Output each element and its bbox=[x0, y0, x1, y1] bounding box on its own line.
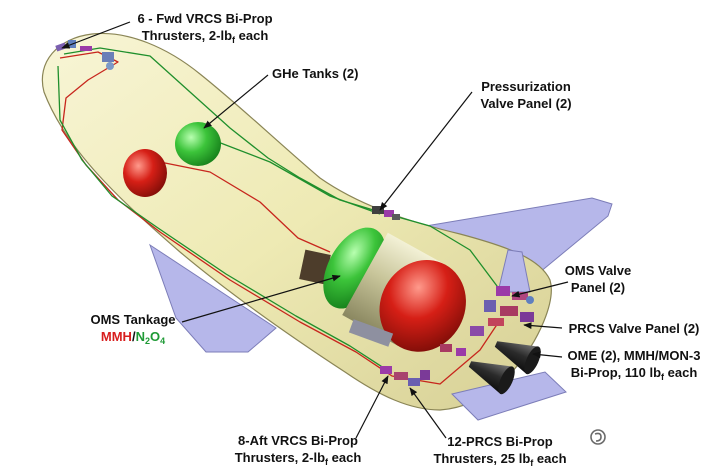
prcs-thrusters-label: 12-PRCS Bi-Prop Thrusters, 25 lbf each bbox=[425, 433, 575, 468]
oms-valve-line2: Panel (2) bbox=[570, 280, 626, 295]
leader-prcs-thrusters bbox=[409, 387, 447, 439]
thruster-block bbox=[470, 326, 484, 336]
thruster-block bbox=[520, 312, 534, 322]
oms-tank-red-dome bbox=[379, 260, 466, 352]
thruster-block bbox=[440, 344, 452, 352]
pressurant-box bbox=[299, 249, 331, 285]
valve-block bbox=[392, 214, 400, 220]
valve-block bbox=[372, 206, 384, 214]
leader-fwd-vrcs bbox=[61, 21, 131, 49]
leader-aft-vrcs bbox=[355, 375, 389, 439]
oms-tankage-label: OMS Tankage MMH/N2O4 bbox=[83, 311, 183, 346]
thruster-block bbox=[500, 306, 518, 316]
propellant-oxidizer-n-sub: 2 bbox=[144, 336, 150, 346]
ome-line2-text: Bi-Prop, 110 lb bbox=[570, 365, 662, 380]
leader-oms-valve-panel bbox=[511, 281, 569, 298]
aft-vrcs-thruster-cluster bbox=[380, 366, 430, 386]
propellant-fuel: MMH bbox=[100, 329, 132, 344]
prcs-valve-panel-label: PRCS Valve Panel (2) bbox=[564, 320, 704, 337]
propellant-oxidizer-o-sub: 4 bbox=[160, 336, 166, 346]
prcs-valve-line1: PRCS Valve Panel (2) bbox=[568, 321, 700, 336]
pressurization-line2: Valve Panel (2) bbox=[480, 96, 572, 111]
ome-line2: Bi-Prop, 110 lbf each bbox=[564, 364, 704, 382]
watermark-logo-icon bbox=[590, 429, 606, 445]
oms-valve-panel-label: OMS Valve Panel (2) bbox=[558, 262, 638, 296]
thruster-block bbox=[496, 286, 510, 296]
aft-vrcs-line2-text: Thrusters, 2-lb bbox=[234, 450, 326, 465]
thruster-block bbox=[394, 372, 408, 380]
oms-valve-line1: OMS Valve bbox=[564, 263, 632, 278]
leader-ghe-tanks bbox=[203, 74, 269, 129]
valve-block bbox=[384, 210, 394, 217]
fwd-vrcs-line2-text: Thrusters, 2-lb bbox=[141, 28, 233, 43]
plumbing-red-ghe bbox=[159, 161, 331, 253]
pressurization-panel-label: Pressurization Valve Panel (2) bbox=[466, 78, 586, 112]
aft-vrcs-line2: Thrusters, 2-lbf each bbox=[223, 449, 373, 467]
thruster-block bbox=[80, 46, 92, 51]
propellant-oxidizer-o: O bbox=[149, 329, 161, 344]
oms-tank-assembly bbox=[323, 227, 466, 352]
ghe-tanks-label: GHe Tanks (2) bbox=[272, 65, 372, 82]
plumbing-green-ghe bbox=[217, 141, 381, 215]
nozzle-exit bbox=[498, 366, 515, 395]
prcs-thrusters-line2-sub: f bbox=[530, 458, 534, 468]
propellant-slash: / bbox=[131, 329, 136, 344]
leader-pressurization-panel bbox=[379, 91, 473, 211]
thruster-block bbox=[102, 52, 114, 62]
ome-nozzle-lower bbox=[468, 361, 515, 395]
fwd-vrcs-line2-tail: each bbox=[235, 28, 269, 43]
prcs-thrusters-line2: Thrusters, 25 lbf each bbox=[425, 450, 575, 468]
ome-line2-tail: each bbox=[664, 365, 698, 380]
ome-line1: OME (2), MMH/MON-3 bbox=[567, 348, 701, 363]
plumbing-green-lower bbox=[57, 65, 391, 373]
aft-vrcs-line1: 8-Aft VRCS Bi-Prop bbox=[238, 433, 358, 448]
oms-line-box bbox=[348, 319, 394, 347]
leader-lines bbox=[61, 21, 569, 439]
prcs-thrusters-line1: 12-PRCS Bi-Prop bbox=[447, 434, 553, 449]
prcs-thrusters-line2-text: Thrusters, 25 lb bbox=[433, 451, 531, 466]
pressurization-line1: Pressurization bbox=[481, 79, 571, 94]
thruster-block bbox=[380, 366, 392, 374]
oms-tankage-line2: MMH/N2O4 bbox=[83, 328, 183, 346]
ome-line2-sub: f bbox=[661, 372, 665, 382]
leader-oms-tankage bbox=[181, 274, 341, 323]
thruster-block bbox=[408, 378, 420, 386]
leader-prcs-valve-panel bbox=[523, 322, 563, 329]
fwd-vrcs-line2-sub: f bbox=[232, 35, 236, 45]
lower-wing bbox=[149, 243, 277, 353]
fwd-vrcs-label: 6 - Fwd VRCS Bi-Prop Thrusters, 2-lbf ea… bbox=[125, 10, 285, 45]
ghe-tank-red bbox=[123, 149, 167, 197]
fwd-vrcs-line2: Thrusters, 2-lbf each bbox=[125, 27, 285, 45]
ghe-tanks-line1: GHe Tanks (2) bbox=[272, 66, 359, 81]
leader-ome bbox=[532, 351, 563, 359]
thruster-block bbox=[420, 370, 430, 380]
ome-label: OME (2), MMH/MON-3 Bi-Prop, 110 lbf each bbox=[564, 347, 704, 382]
propellant-oxidizer-n: N bbox=[135, 329, 145, 344]
thruster-block bbox=[484, 300, 496, 312]
thruster-block bbox=[488, 318, 504, 326]
thruster-block bbox=[456, 348, 466, 356]
body-flap bbox=[451, 371, 567, 421]
oms-tankage-line1: OMS Tankage bbox=[90, 312, 176, 327]
aft-vrcs-line2-tail: each bbox=[328, 450, 362, 465]
pressurization-valve-panel bbox=[372, 206, 400, 220]
prcs-thrusters-line2-tail: each bbox=[533, 451, 567, 466]
ghe-tank-green bbox=[175, 122, 221, 166]
thruster-block bbox=[526, 296, 534, 304]
aft-vrcs-label: 8-Aft VRCS Bi-Prop Thrusters, 2-lbf each bbox=[223, 432, 373, 467]
thruster-block bbox=[106, 62, 114, 70]
fwd-vrcs-line1: 6 - Fwd VRCS Bi-Prop bbox=[137, 11, 273, 26]
aft-vrcs-line2-sub: f bbox=[325, 457, 329, 467]
plumbing-green-upper bbox=[63, 47, 501, 291]
